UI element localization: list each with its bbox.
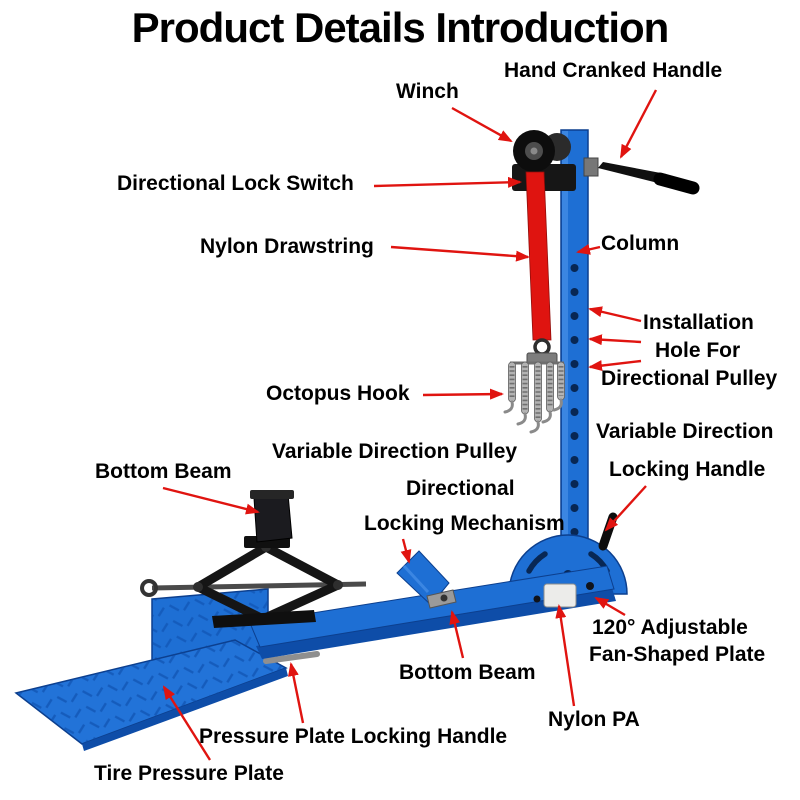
annotation-arrows: [162, 89, 658, 761]
label-bottom-beam-bottom: Bottom Beam: [399, 661, 536, 684]
label-pressure-plate-locking-handle: Pressure Plate Locking Handle: [199, 725, 508, 748]
arrow-hand-crank: [619, 89, 658, 159]
label-nylon-drawstring: Nylon Drawstring: [200, 235, 374, 258]
label-octopus-hook: Octopus Hook: [266, 382, 410, 405]
arrow-locking-mechanism: [400, 538, 412, 564]
arrow-hole-2: [588, 334, 642, 346]
label-variable-direction-pulley: Variable Direction Pulley: [272, 440, 518, 463]
label-tire-pressure-plate: Tire Pressure Plate: [94, 762, 284, 785]
label-bottom-beam-left: Bottom Beam: [95, 460, 232, 483]
label-nylon-pa: Nylon PA: [548, 708, 640, 731]
label-fan-plate-line1: 120° Adjustable: [592, 616, 748, 639]
arrow-pressure-handle: [288, 662, 305, 724]
arrow-lock-switch: [373, 176, 522, 188]
scissor-jack-part: [140, 490, 367, 628]
arrow-locking-handle: [604, 485, 647, 532]
direction-locking-handle-part: [598, 512, 618, 551]
label-directional: Directional: [406, 477, 515, 500]
label-locking-mechanism: Locking Mechanism: [364, 512, 565, 535]
arrow-bottom-beam-bottom: [449, 610, 465, 659]
arrow-column: [576, 243, 601, 255]
label-directional-lock-switch: Directional Lock Switch: [117, 172, 354, 195]
tire-pressure-plate-part: [14, 639, 320, 751]
arrow-nylon-pa: [555, 604, 576, 707]
label-winch: Winch: [396, 80, 459, 103]
label-installation-hole-line1: Installation: [643, 311, 754, 334]
label-variable-direction: Variable Direction: [596, 420, 774, 443]
arrow-fan-plate: [594, 596, 626, 617]
arrow-octopus-hook: [422, 388, 504, 400]
label-column: Column: [601, 232, 680, 255]
octopus-hook-part: [503, 338, 565, 434]
arrow-bottom-beam-left: [162, 486, 260, 515]
page-title: Product Details Introduction: [131, 4, 670, 51]
nylon-pa-part: [543, 583, 577, 608]
direction-lock-mechanism-part: [396, 550, 457, 609]
arrow-hole-3: [588, 359, 642, 372]
arrow-winch: [451, 106, 513, 143]
label-installation-hole-line3: Directional Pulley: [601, 367, 778, 390]
label-hand-cranked-handle: Hand Cranked Handle: [504, 59, 723, 82]
arrow-hole-1: [588, 306, 642, 323]
hand-crank-part: [598, 162, 700, 195]
arrow-drawstring: [390, 245, 530, 262]
arrow-tire-plate: [162, 685, 212, 761]
label-locking-handle: Locking Handle: [609, 458, 766, 481]
column-part: [560, 129, 589, 569]
drawstring-part: [525, 171, 552, 341]
label-installation-hole-line2: Hole For: [655, 339, 741, 362]
label-fan-plate-line2: Fan-Shaped Plate: [589, 643, 766, 666]
plate-locking-handle-part: [263, 651, 320, 664]
